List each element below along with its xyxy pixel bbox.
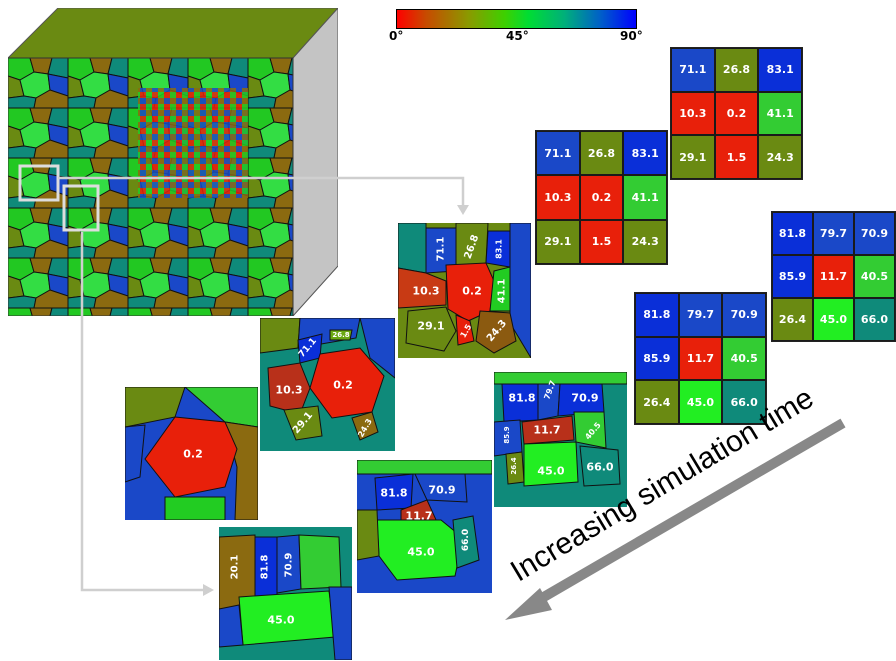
grain-cell: 26.4: [772, 298, 813, 341]
grain-label: 29.1: [417, 320, 444, 333]
grain-cell: 26.8: [714, 48, 759, 92]
colorbar-mid-label: 45°: [506, 29, 529, 43]
grain-cell: 81.8: [772, 212, 813, 255]
grain-cell: 41.1: [758, 91, 802, 136]
grain-label: 45.0: [407, 546, 434, 559]
grain-cell: 10.3: [671, 91, 715, 136]
grain-label: 81.8: [260, 555, 271, 580]
grain-cell: 45.0: [678, 380, 723, 424]
grain-cell: 45.0: [813, 298, 854, 341]
grain-cell: 11.7: [813, 255, 854, 298]
grain-cell: 0.2: [714, 91, 759, 136]
cube-render: [8, 8, 338, 316]
grain-cell: 83.1: [758, 48, 802, 92]
colorbar: [396, 9, 637, 29]
grain-label: 10.3: [275, 384, 302, 397]
grain-cell: 40.5: [854, 255, 895, 298]
grain-cell: 1.5: [714, 135, 759, 179]
grain-cell: 24.3: [758, 135, 802, 179]
grain-cell: 71.1: [671, 48, 715, 92]
microstructure-cube: [8, 8, 338, 316]
grain-label: 70.9: [284, 553, 295, 578]
grain-label: 41.1: [497, 279, 508, 304]
green-grain-evolution-1: 81.8 79.7 70.9 85.9 11.7 40.5 26.4 45.0 …: [494, 372, 627, 507]
grain-cell: 26.4: [635, 380, 679, 424]
grain-label: 10.3: [412, 285, 439, 298]
green-grain-evolution-3: 20.1 81.8 70.9 45.0: [219, 527, 352, 660]
grain-cell: 83.1: [623, 131, 667, 176]
grain-cell: 41.1: [623, 175, 667, 220]
grain-label: 0.2: [183, 448, 203, 461]
time-arrow-head: [505, 588, 552, 620]
grain-label: 66.0: [586, 461, 613, 474]
grain-cell: 24.3: [623, 219, 667, 264]
grain-cell: 29.1: [536, 219, 580, 264]
grain-label: 70.9: [571, 392, 598, 405]
grain-cell: 85.9: [772, 255, 813, 298]
grain-label: 26.4: [510, 457, 518, 474]
green-grain-evolution-2: 81.8 70.9 11.7 45.0 66.0: [357, 460, 492, 593]
grain-cell: 81.8: [635, 293, 679, 337]
grain-label: 71.1: [436, 237, 447, 262]
grain-label: 81.8: [380, 487, 407, 500]
grain-label: 81.8: [508, 392, 535, 405]
grain-cell: 70.9: [722, 293, 766, 337]
grain-label: 20.1: [230, 555, 241, 580]
colorbar-max-label: 90°: [620, 29, 643, 43]
grain-cell: 1.5: [579, 219, 624, 264]
grain-cell: 71.1: [536, 131, 580, 176]
grain-cell: 26.8: [579, 131, 624, 176]
grain-label: 66.0: [461, 529, 471, 551]
grain-cell: 79.7: [678, 293, 723, 337]
grain-cell: 79.7: [813, 212, 854, 255]
grain-label: 11.7: [405, 510, 432, 523]
red-grain-evolution-1: 71.1 26.8 83.1 10.3 0.2 41.1 29.1 1.5 24…: [398, 223, 531, 358]
grain-cell: 40.5: [722, 336, 766, 381]
grain-label: 26.8: [332, 331, 349, 339]
grain-label: 11.7: [533, 424, 560, 437]
grain-cell: 66.0: [854, 298, 895, 341]
colorbar-min-label: 0°: [389, 29, 404, 43]
grain-label: 70.9: [428, 484, 455, 497]
red-grain-evolution-2: 71.1 26.8 10.3 0.2 29.1 24.3: [260, 318, 395, 451]
grain-cell: 11.7: [678, 336, 723, 381]
grain-cell: 70.9: [854, 212, 895, 255]
grain-cell: 10.3: [536, 175, 580, 220]
grain-label: 83.1: [495, 239, 504, 259]
grain-label: 0.2: [333, 379, 353, 392]
grain-label: 0.2: [462, 285, 482, 298]
grain-label: 45.0: [267, 614, 294, 627]
grain-cell: 0.2: [579, 175, 624, 220]
grain-label: 45.0: [537, 465, 564, 478]
grain-cell: 85.9: [635, 336, 679, 381]
grain-label: 85.9: [503, 426, 511, 443]
red-grain-evolution-3: 0.2: [125, 387, 258, 520]
grain-cell: 66.0: [722, 380, 766, 424]
grain-cell: 29.1: [671, 135, 715, 179]
